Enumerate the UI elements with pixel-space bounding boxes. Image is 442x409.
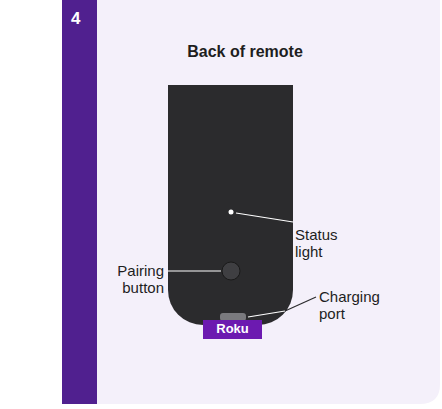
leader-line [168, 270, 221, 271]
callout-label: Pairing button [92, 262, 164, 297]
step-band: 4 [62, 0, 97, 404]
panel-background [97, 0, 440, 404]
leader-line [248, 311, 285, 317]
remote-body [168, 85, 293, 325]
step-number: 4 [71, 10, 97, 29]
pairing-button [222, 262, 240, 280]
callout-label: Status light [295, 226, 355, 261]
brand-logo: Roku [203, 322, 262, 336]
callout-label: Charging port [319, 288, 391, 323]
brand-tab: Roku [203, 320, 262, 339]
diagram-title: Back of remote [187, 43, 303, 61]
status-light [229, 210, 234, 215]
leader-line [285, 297, 316, 311]
leader-line [236, 213, 293, 222]
